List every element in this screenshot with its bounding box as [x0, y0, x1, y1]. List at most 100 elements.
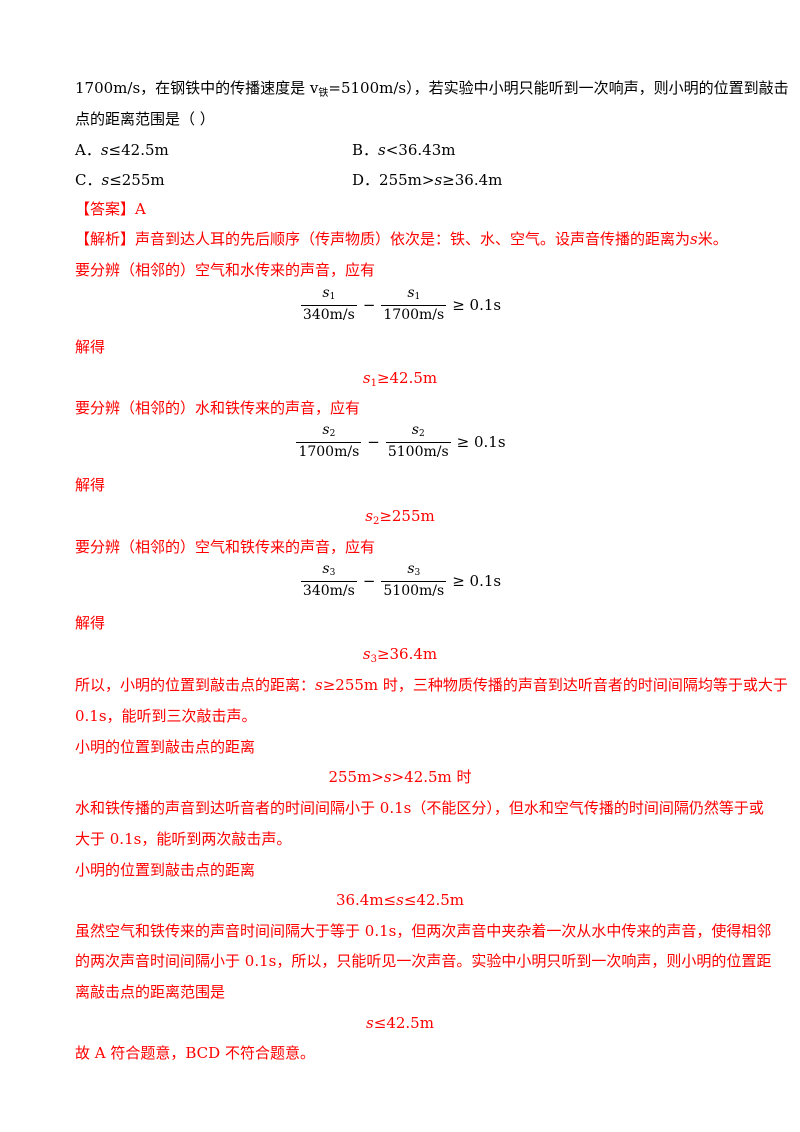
subscript: 铁	[318, 88, 329, 99]
denominator: 5100m/s	[383, 583, 445, 599]
question-line-1: 1700m/s，在钢铁中的传播速度是 v铁=5100m/s），若实验中小明只能听…	[75, 78, 789, 104]
rhs: ≥ 0.1s	[452, 571, 502, 590]
variable: s	[366, 1014, 374, 1032]
para5-line3: 离敲击点的距离范围是	[75, 983, 226, 1001]
denominator: 5100m/s	[387, 444, 449, 460]
subscript: 3	[329, 568, 336, 578]
jiede-2: 解得	[75, 476, 106, 494]
equation-2: s2 1700m/s − s2 5100m/s ≥ 0.1s	[0, 422, 800, 461]
denominator: 1700m/s	[298, 444, 360, 460]
fraction: s3 5100m/s	[381, 561, 447, 600]
subscript: 1	[370, 378, 377, 389]
denominator: 340m/s	[302, 307, 355, 323]
result-text: ≥36.4m	[376, 645, 438, 663]
variable: s	[315, 676, 323, 694]
operator: −	[367, 432, 380, 451]
variable: s	[365, 507, 373, 525]
fraction: s2 5100m/s	[385, 422, 451, 461]
condition-text: >42.5m 时	[391, 768, 472, 786]
equation-1: s1 340m/s − s1 1700m/s ≥ 0.1s	[0, 285, 800, 324]
question-line-2: 点的距离范围是（ ）	[75, 110, 215, 128]
rhs: ≥ 0.1s	[456, 432, 506, 451]
option-d: D．255m>s≥36.4m	[352, 170, 502, 190]
numerator: s	[407, 561, 415, 577]
analysis-text: ≥255m 时，三种物质传播的声音到达听音者的时间间隔均等于或大于	[322, 676, 788, 694]
jiede-3: 解得	[75, 614, 106, 632]
variable: s	[362, 645, 371, 663]
subscript: 1	[414, 292, 421, 302]
result-text: ≤42.5m	[373, 1014, 434, 1032]
fraction: s1 340m/s	[300, 285, 357, 324]
numerator: s	[407, 285, 415, 301]
option-text: ≤255m	[109, 171, 165, 189]
variable: s	[383, 768, 392, 786]
step3-text: 要分辨（相邻的）空气和铁传来的声音，应有	[75, 538, 376, 556]
operator: −	[362, 295, 376, 314]
numerator: s	[411, 422, 419, 438]
option-text: 255m>	[379, 171, 435, 189]
variable: s	[100, 141, 109, 159]
condition-2: 255m>s>42.5m 时	[0, 767, 800, 787]
condition-text: 255m>	[328, 768, 384, 786]
para1-line1: 所以，小明的位置到敲击点的距离：s≥255m 时，三种物质传播的声音到达听音者的…	[75, 675, 788, 695]
condition-4: 36.4m≤s≤42.5m	[0, 890, 800, 910]
condition-text: ≤42.5m	[403, 891, 465, 909]
subscript: 2	[372, 516, 380, 527]
fraction: s3 340m/s	[300, 561, 357, 600]
denominator: 340m/s	[302, 583, 355, 599]
option-c: C．s≤255m	[75, 170, 165, 190]
variable: s	[101, 171, 110, 189]
numerator: s	[322, 422, 330, 438]
analysis-text: 米。	[697, 230, 728, 248]
result-text: ≥42.5m	[376, 369, 438, 387]
subscript: 3	[414, 568, 421, 578]
numerator: s	[322, 285, 330, 301]
subscript: 3	[370, 654, 377, 665]
rhs: ≥ 0.1s	[452, 295, 502, 314]
analysis-text: 声音到达人耳的先后顺序（传声物质）依次是：铁、水、空气。设声音传播的距离为	[135, 230, 691, 248]
answer-label: 【答案】A	[75, 200, 146, 218]
jiede-1: 解得	[75, 338, 106, 356]
option-a: A．s≤42.5m	[75, 140, 169, 160]
fraction: s1 1700m/s	[381, 285, 447, 324]
para1-line2: 0.1s，能听到三次敲击声。	[75, 707, 257, 725]
para5-line1: 虽然空气和铁传来的声音时间间隔大于等于 0.1s，但两次声音中夹杂着一次从水中传…	[75, 922, 772, 940]
option-text: <36.43m	[385, 141, 456, 159]
fraction: s2 1700m/s	[296, 422, 362, 461]
para4: 小明的位置到敲击点的距离	[75, 861, 256, 879]
variable: s	[362, 369, 371, 387]
subscript: 2	[329, 429, 336, 439]
result-3: s3≥36.4m	[0, 644, 800, 670]
option-label: C．	[75, 171, 102, 189]
option-label: D．	[352, 171, 380, 189]
option-text: ≤42.5m	[108, 141, 169, 159]
option-label: B．	[352, 141, 379, 159]
para3-line1: 水和铁传播的声音到达听音者的时间间隔小于 0.1s（不能区分），但水和空气传播的…	[75, 799, 764, 817]
analysis-label: 【解析】	[75, 230, 136, 248]
numerator: s	[322, 561, 330, 577]
analysis-intro: 【解析】声音到达人耳的先后顺序（传声物质）依次是：铁、水、空气。设声音传播的距离…	[75, 229, 728, 249]
question-text: =5100m/s），若实验中小明只能听到一次响声，则小明的位置到敲击	[328, 79, 789, 97]
para5-line2: 的两次声音时间间隔小于 0.1s，所以，只能听见一次声音。实验中小明只听到一次响…	[75, 952, 772, 970]
variable: s	[378, 141, 386, 159]
final-result: s≤42.5m	[0, 1013, 800, 1033]
condition-text: 36.4m≤	[335, 891, 397, 909]
denominator: 1700m/s	[383, 307, 445, 323]
subscript: 2	[418, 429, 425, 439]
subscript: 1	[329, 292, 336, 302]
para3-line2: 大于 0.1s，能听到两次敲击声。	[75, 830, 292, 848]
option-text: ≥36.4m	[442, 171, 503, 189]
variable: s	[690, 230, 698, 248]
result-1: s1≥42.5m	[0, 368, 800, 394]
option-label: A．	[75, 141, 101, 159]
variable: s	[396, 891, 404, 909]
conclusion: 故 A 符合题意，BCD 不符合题意。	[75, 1044, 315, 1062]
result-2: s2≥255m	[0, 506, 800, 532]
analysis-text: 所以，小明的位置到敲击点的距离：	[75, 676, 316, 694]
question-text: 1700m/s，在钢铁中的传播速度是 v	[75, 79, 319, 97]
variable: s	[434, 171, 443, 189]
equation-3: s3 340m/s − s3 5100m/s ≥ 0.1s	[0, 561, 800, 600]
result-text: ≥255m	[379, 507, 435, 525]
step2-text: 要分辨（相邻的）水和铁传来的声音，应有	[75, 399, 361, 417]
